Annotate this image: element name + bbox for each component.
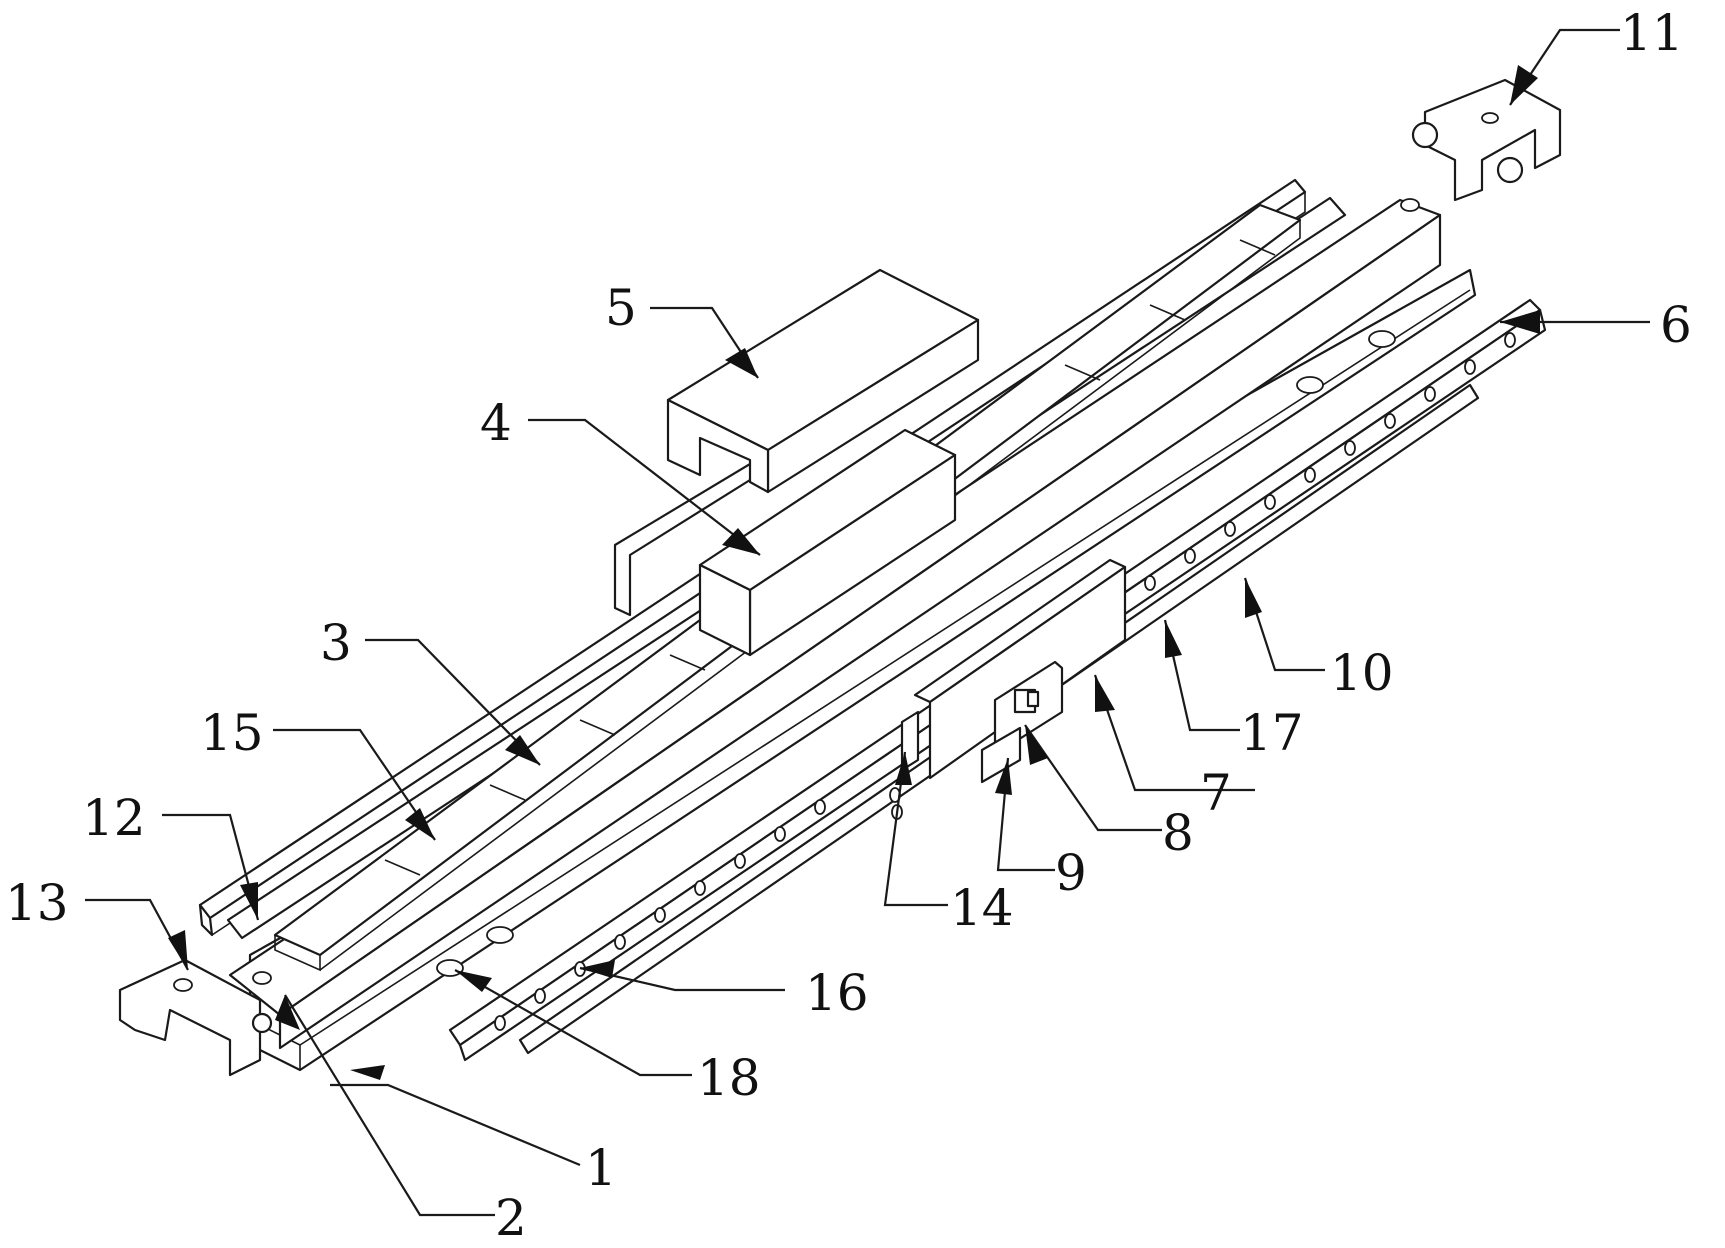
callout-15: 15 (200, 704, 264, 762)
callout-1: 1 (585, 1139, 617, 1197)
callout-11: 11 (1620, 4, 1684, 62)
callout-16: 16 (805, 964, 869, 1022)
callout-3: 3 (320, 614, 352, 672)
end-block-11 (1413, 80, 1560, 200)
callout-12: 12 (82, 789, 146, 847)
callout-17: 17 (1240, 704, 1304, 762)
callout-2: 2 (495, 1189, 527, 1247)
callout-6: 6 (1660, 296, 1692, 354)
callout-9: 9 (1055, 844, 1087, 902)
callout-8: 8 (1162, 804, 1194, 862)
callout-14: 14 (950, 879, 1014, 937)
callout-13: 13 (5, 874, 69, 932)
callout-5: 5 (605, 279, 637, 337)
callout-4: 4 (480, 394, 512, 452)
callout-10: 10 (1330, 644, 1394, 702)
callout-7: 7 (1200, 764, 1232, 822)
callout-18: 18 (697, 1049, 761, 1107)
